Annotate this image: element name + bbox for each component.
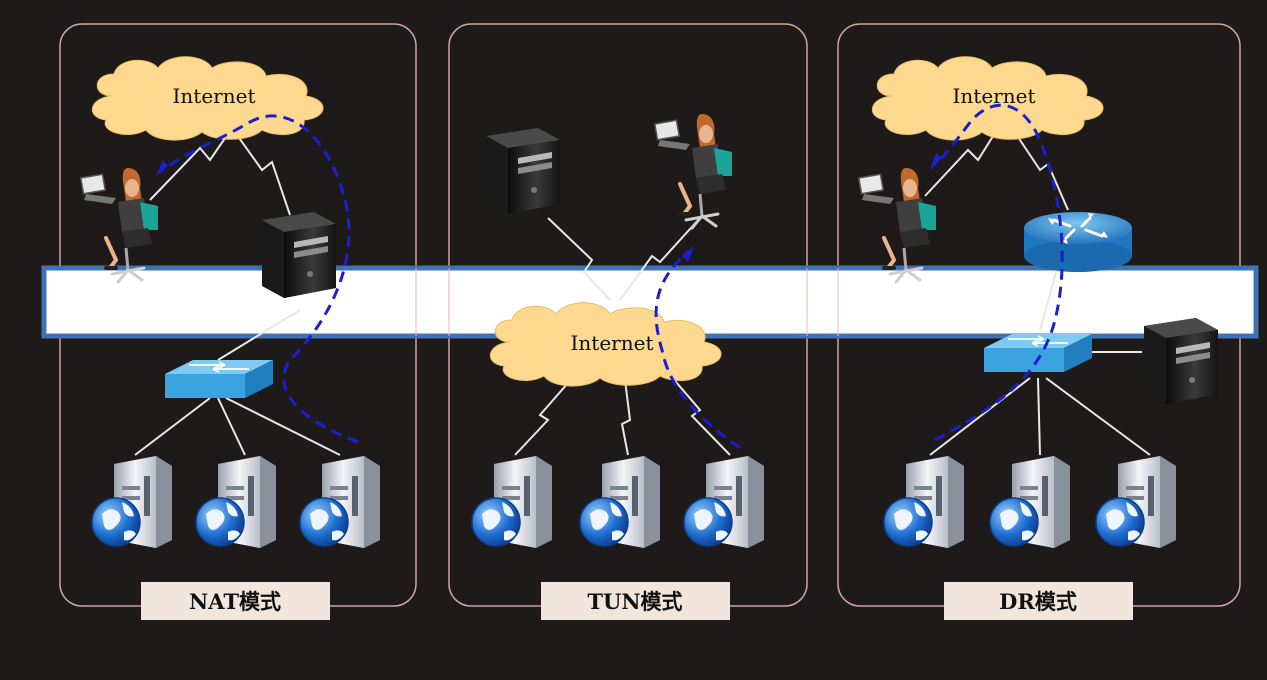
switch-icon xyxy=(983,333,1093,373)
link-line xyxy=(231,127,291,216)
mode-label-box xyxy=(141,582,330,620)
switch-icon xyxy=(164,359,274,399)
mode-label-box xyxy=(944,582,1133,620)
link-line xyxy=(620,379,632,456)
nat-mode-group: Internet NAT模式 xyxy=(78,56,381,620)
web-server-icon xyxy=(471,455,553,549)
web-server-icon xyxy=(299,455,381,549)
user-laptop-icon xyxy=(78,166,160,284)
flow-path xyxy=(159,114,359,444)
user-laptop-icon xyxy=(856,166,938,284)
link-line xyxy=(514,374,576,456)
flow-path xyxy=(654,250,741,450)
link-line xyxy=(619,217,701,301)
web-server-icon xyxy=(683,455,765,549)
link-line xyxy=(149,127,233,201)
web-server-icon xyxy=(1095,455,1177,549)
link-line xyxy=(1045,377,1151,456)
web-server-icon xyxy=(989,455,1071,549)
web-server-icon xyxy=(579,455,661,549)
tower-server-icon xyxy=(486,128,560,214)
link-line xyxy=(225,397,341,456)
tower-server-icon xyxy=(262,212,336,298)
user-laptop-icon xyxy=(652,112,734,230)
link-line xyxy=(547,217,611,301)
link-line xyxy=(1037,377,1041,456)
mode-label: DR模式 xyxy=(999,589,1077,614)
link-line xyxy=(924,124,1001,197)
link-line xyxy=(669,374,731,456)
web-server-icon xyxy=(91,455,173,549)
link-line xyxy=(217,397,246,456)
flow-path xyxy=(933,103,1064,442)
router-icon xyxy=(1022,210,1134,274)
link-line xyxy=(134,397,211,456)
tower-server-icon xyxy=(1144,318,1218,404)
cloud-label: Internet xyxy=(953,84,1036,108)
web-server-icon xyxy=(883,455,965,549)
cloud-label: Internet xyxy=(571,331,654,355)
dr-mode-group: Internet DR模式 xyxy=(856,56,1218,620)
mode-label: TUN模式 xyxy=(587,589,682,614)
link-line xyxy=(217,309,301,361)
cloud-label: Internet xyxy=(173,84,256,108)
web-server-icon xyxy=(195,455,277,549)
link-line xyxy=(929,377,1031,456)
tun-mode-group: Internet TUN模式 xyxy=(471,112,765,620)
mode-label-box xyxy=(541,582,730,620)
mode-label: NAT模式 xyxy=(189,589,281,614)
link-line xyxy=(1009,124,1069,211)
